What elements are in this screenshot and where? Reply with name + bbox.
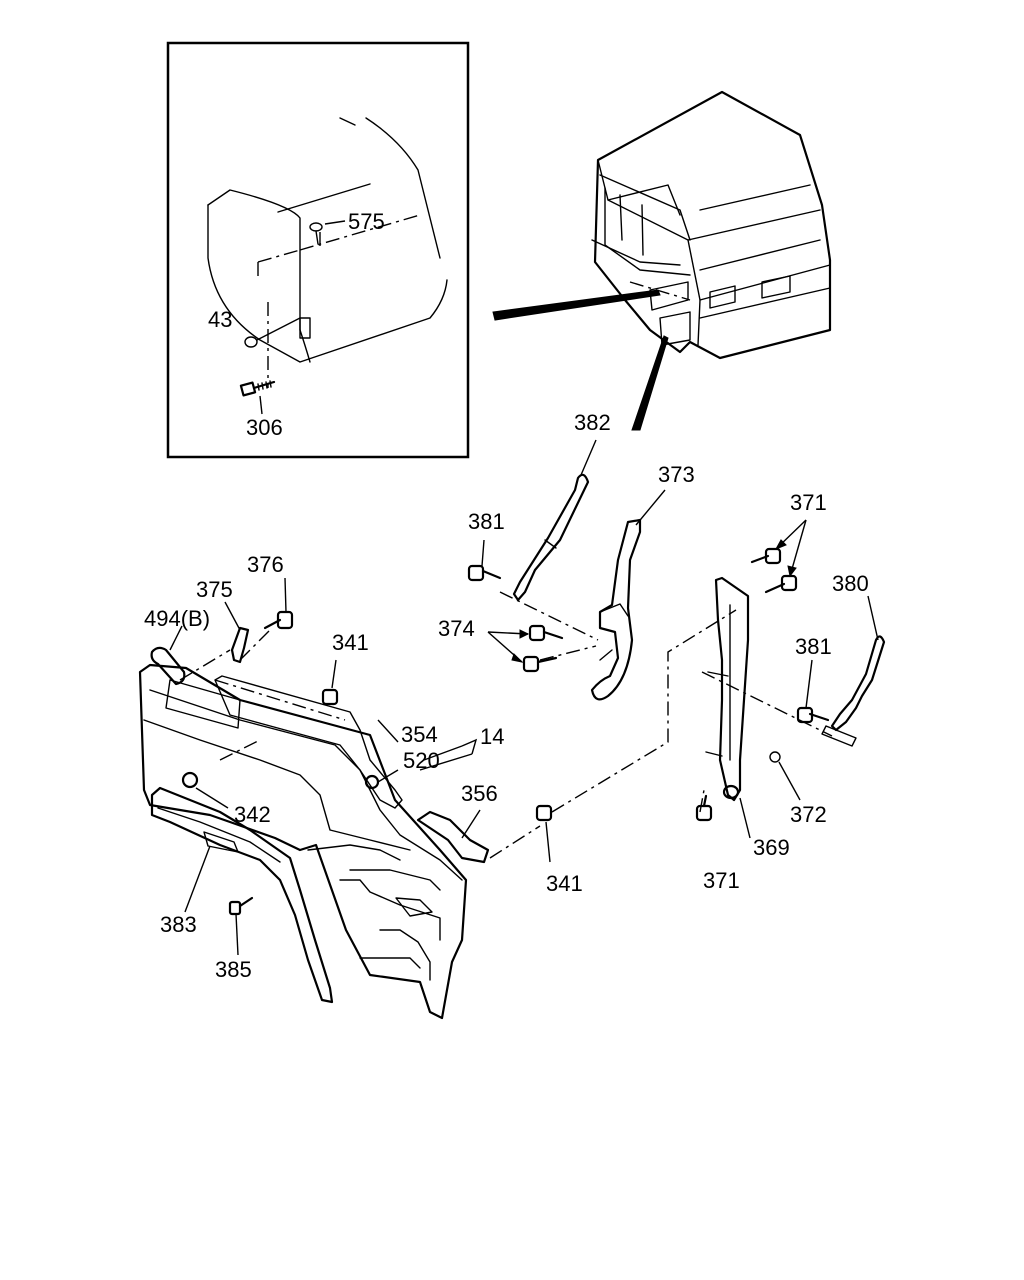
- label-43: 43: [208, 307, 232, 332]
- grommet-341b-part: [535, 804, 553, 863]
- label-373: 373: [658, 462, 695, 487]
- bolts-371-upper-parts: [750, 519, 807, 594]
- label-382: 382: [574, 410, 611, 435]
- label-354: 354: [401, 722, 438, 747]
- nut-342-part: [181, 771, 229, 809]
- assembly-lines: [179, 591, 833, 859]
- label-376: 376: [247, 552, 284, 577]
- hose-494b-part: [150, 625, 186, 686]
- leader-354: [377, 719, 399, 743]
- label-371a: 371: [790, 490, 827, 515]
- bracket-369-part: [705, 576, 751, 839]
- label-381b: 381: [795, 634, 832, 659]
- ring-43-part: [244, 317, 301, 348]
- grommet-341a-part: [321, 659, 339, 706]
- bolts-374-parts: [487, 624, 564, 673]
- label-372: 372: [790, 802, 827, 827]
- label-341b: 341: [546, 871, 583, 896]
- clip-520-part: [364, 769, 399, 790]
- bolt-376-part: [263, 577, 294, 630]
- label-575: 575: [348, 209, 385, 234]
- label-369: 369: [753, 835, 790, 860]
- label-14: 14: [480, 724, 504, 749]
- label-375: 375: [196, 577, 233, 602]
- clip-375-part: [224, 601, 250, 664]
- label-342: 342: [234, 802, 271, 827]
- bolt-371b-part: [695, 794, 713, 822]
- label-306: 306: [246, 415, 283, 440]
- step-panel-part: [138, 663, 468, 1020]
- label-374: 374: [438, 616, 475, 641]
- bracket-380-part: [821, 595, 886, 747]
- label-494b: 494(B): [144, 606, 210, 631]
- bracket-14: [419, 738, 478, 771]
- bolt-381b-part: [796, 659, 830, 724]
- fender-trim-383-part: [150, 786, 334, 1004]
- inset-cab-outline: [207, 117, 448, 388]
- label-371b: 371: [703, 868, 740, 893]
- bolt-306-part: [239, 380, 276, 397]
- label-520: 520: [403, 748, 440, 773]
- label-381a: 381: [468, 509, 505, 534]
- label-380: 380: [832, 571, 869, 596]
- label-356: 356: [461, 781, 498, 806]
- clip-575-part: [309, 222, 323, 245]
- inset-detail: [166, 41, 470, 459]
- screw-385-part: [228, 896, 254, 956]
- bolt-381a-part: [467, 539, 502, 582]
- bracket-382-part: [512, 439, 597, 602]
- truck-cab: [591, 90, 832, 360]
- seal-356-part: [416, 809, 490, 864]
- label-341a: 341: [332, 630, 369, 655]
- inset-frame: [166, 41, 470, 459]
- bracket-373-part: [590, 489, 666, 701]
- label-385: 385: [215, 957, 252, 982]
- ring-372-part: [769, 751, 801, 801]
- pointer-wedges: [492, 289, 669, 431]
- part-labels: 575 43 306 382 373 381 371 380 374 376 3…: [144, 209, 869, 982]
- label-383: 383: [160, 912, 197, 937]
